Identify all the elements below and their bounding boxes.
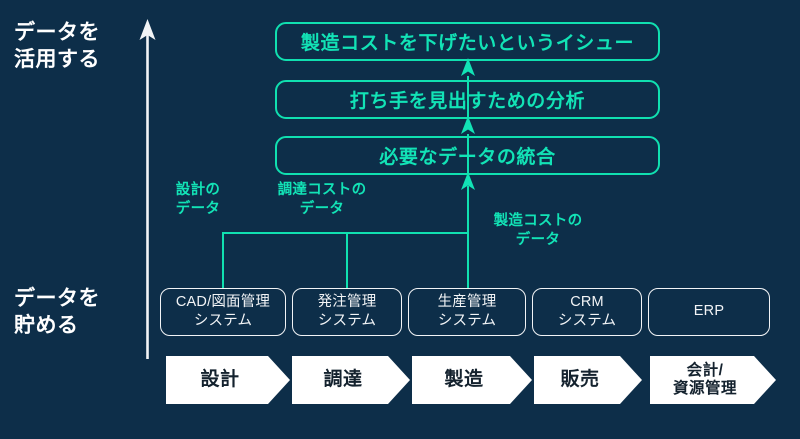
data-label-design: 設計の データ	[175, 182, 221, 217]
system-box-erp[interactable]: ERP	[648, 288, 770, 336]
issue-box-manufacturing-cost[interactable]: 製造コストを下げたいというイシュー	[275, 22, 660, 61]
integration-box-required-data[interactable]: 必要なデータの統合	[275, 136, 660, 175]
system-box-order-management[interactable]: 発注管理 システム	[292, 288, 402, 336]
axis-label-store-data: データを 貯める	[14, 287, 100, 337]
process-step-design[interactable]: 設計	[166, 356, 290, 404]
process-step-manufacturing[interactable]: 製造	[412, 356, 532, 404]
system-box-cad-drawing-management[interactable]: CAD/図面管理 システム	[160, 288, 286, 336]
process-step-procurement[interactable]: 調達	[292, 356, 410, 404]
analysis-box-find-measures[interactable]: 打ち手を見出すための分析	[275, 80, 660, 119]
process-step-sales[interactable]: 販売	[534, 356, 642, 404]
axis-label-utilize-data: データを 活用する	[14, 21, 100, 71]
system-box-crm[interactable]: CRM システム	[532, 288, 642, 336]
vertical-axis-arrow-icon	[139, 19, 156, 359]
data-label-procurement-cost: 調達コストの データ	[277, 182, 367, 217]
system-box-production-management[interactable]: 生産管理 システム	[408, 288, 526, 336]
data-label-manufacturing-cost: 製造コストの データ	[493, 213, 583, 248]
process-step-accounting-resource-management[interactable]: 会計/ 資源管理	[650, 356, 776, 404]
